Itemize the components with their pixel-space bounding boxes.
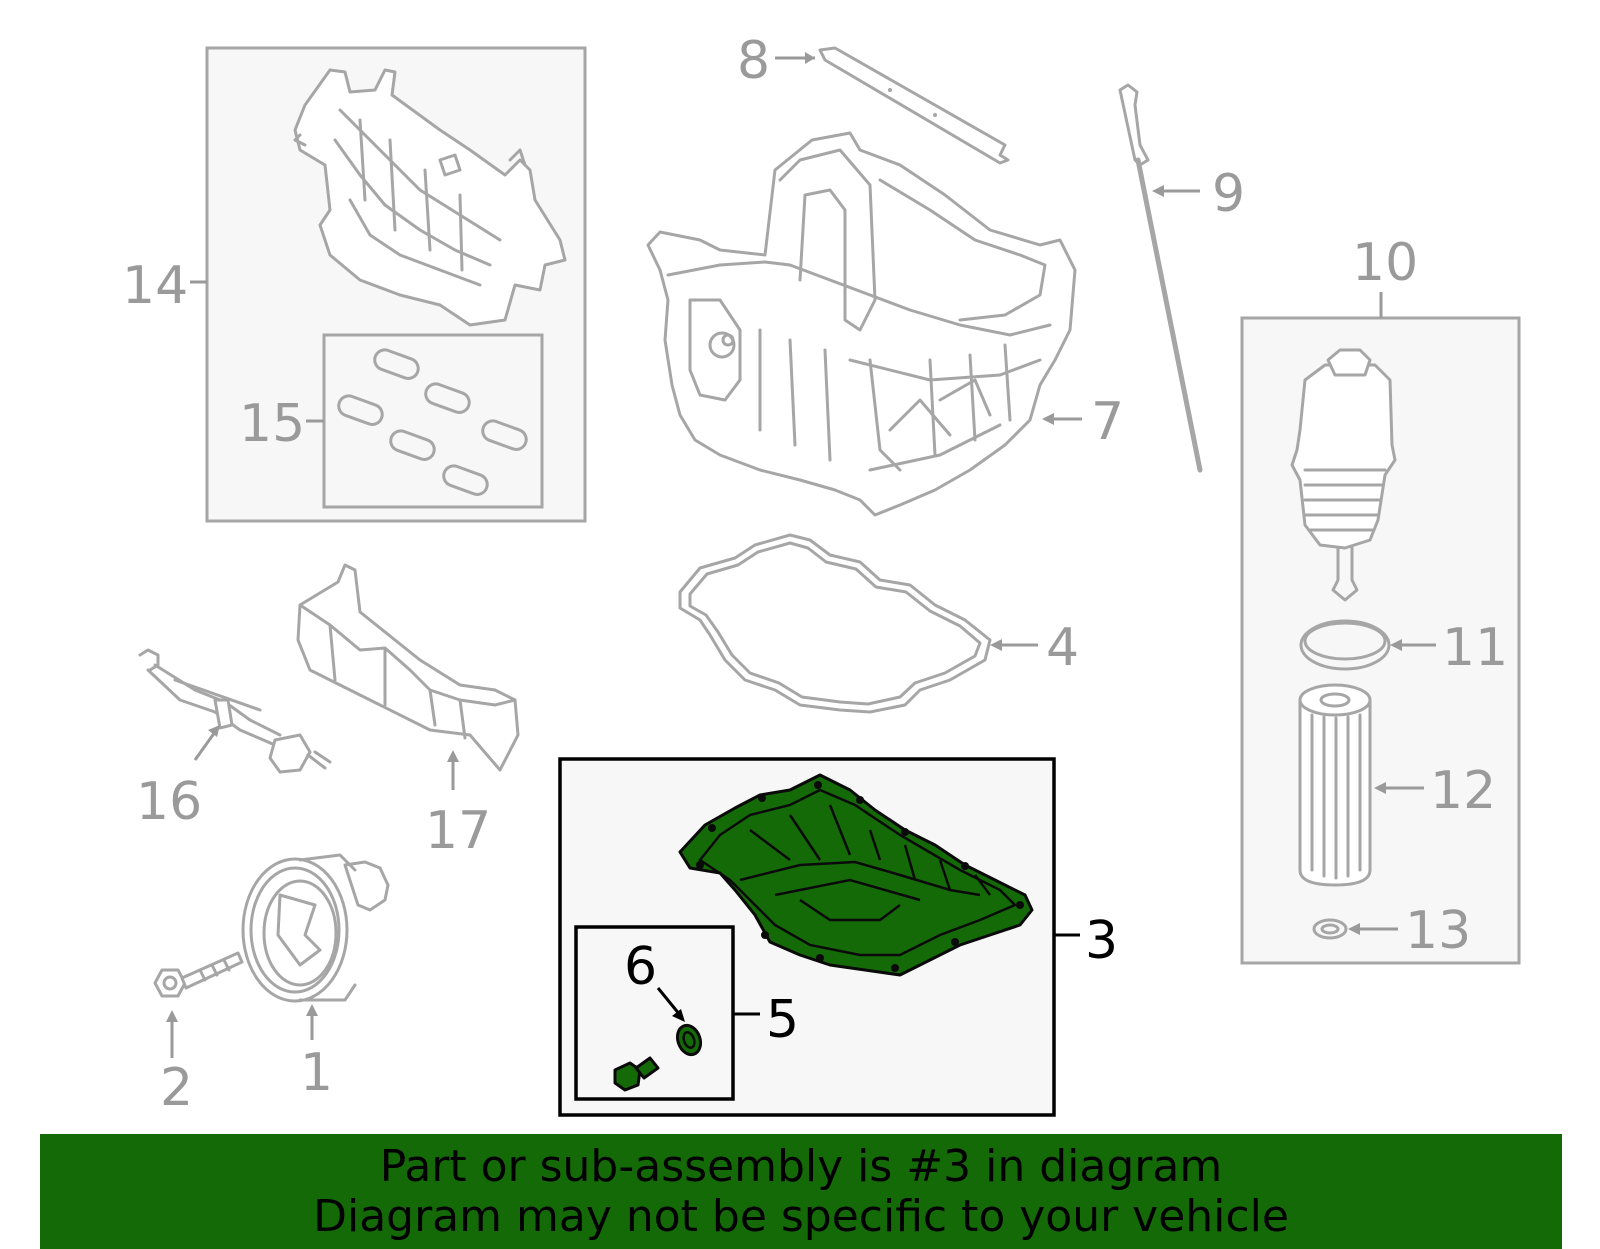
callout-17: 17: [425, 801, 491, 861]
callout-10: 10: [1352, 233, 1418, 293]
callout-13: 13: [1405, 901, 1471, 961]
callout-16: 16: [136, 772, 202, 832]
drain-plug-washer-part: [675, 1023, 703, 1057]
callout-9: 9: [1212, 164, 1245, 224]
leader-16: [193, 731, 217, 761]
dipstick-part: 9: [1118, 83, 1245, 473]
callout-3: 3: [1085, 911, 1118, 971]
callout-14: 14: [122, 256, 188, 316]
oil-pan-gasket-part: 4: [678, 533, 1079, 714]
pulley-bolt-part: 2: [153, 951, 244, 1118]
heat-shield-part: 17: [296, 563, 520, 861]
info-banner: Part or sub-assembly is #3 in diagram Di…: [40, 1134, 1562, 1249]
lower-oil-pan-group: 3 5 6: [558, 757, 1118, 1117]
oil-filter-oring-part: [1312, 918, 1348, 940]
callout-2: 2: [160, 1058, 193, 1118]
oil-filter-element-part: [1298, 683, 1372, 887]
crank-pulley-part: 1: [241, 853, 390, 1103]
callout-12: 12: [1430, 761, 1496, 821]
callout-6: 6: [624, 937, 657, 997]
intake-gaskets-part: [337, 348, 528, 496]
sensor-harness-part: 16: [136, 648, 332, 832]
intake-manifold-group: 14 15: [122, 46, 587, 523]
callout-1: 1: [300, 1043, 333, 1103]
upper-oil-pan-part: 7: [646, 131, 1124, 517]
callout-15: 15: [239, 394, 305, 454]
callout-4: 4: [1046, 618, 1079, 678]
banner-line-1: Part or sub-assembly is #3 in diagram: [379, 1140, 1223, 1192]
oil-filter-group: 10 11 12 13: [1240, 233, 1521, 965]
oil-filter-housing-part: [1290, 348, 1397, 602]
intake-manifold-part: [293, 68, 567, 327]
callout-11: 11: [1442, 618, 1508, 678]
drain-plug-part: [613, 1056, 660, 1092]
oil-filter-seal-part: [1299, 619, 1391, 671]
baffle-strip-part: 8: [737, 31, 1010, 165]
leader-6: [656, 987, 682, 1016]
lower-oil-pan-part: [678, 773, 1034, 977]
callout-8: 8: [737, 31, 770, 91]
callout-5: 5: [766, 990, 799, 1050]
callout-7: 7: [1091, 392, 1124, 452]
banner-line-2: Diagram may not be specific to your vehi…: [313, 1190, 1289, 1242]
